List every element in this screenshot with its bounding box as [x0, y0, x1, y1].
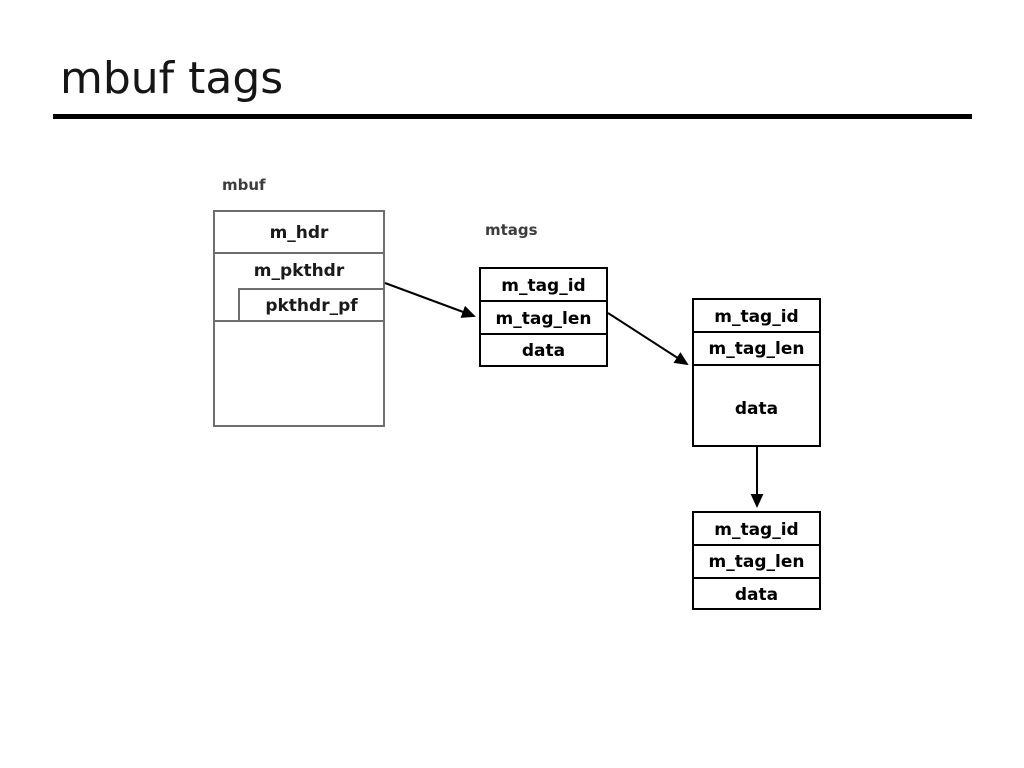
mbuf-row-m_pkthdr: m_pkthdr — [253, 261, 345, 281]
arrow-mbuf-to-mtag-1 — [384, 282, 476, 318]
mtag-2-box: m_tag_id m_tag_len data — [692, 298, 821, 447]
mtag-2-divider-1 — [694, 331, 819, 333]
mtag-2-row-m_tag_id: m_tag_id — [714, 307, 799, 327]
title-divider — [53, 114, 972, 119]
mtag-1-row-data: data — [521, 341, 566, 361]
mtag-3-row-data: data — [734, 585, 779, 605]
mbuf-row-m_hdr: m_hdr — [269, 223, 329, 243]
mtag-2-divider-2 — [694, 364, 819, 366]
mbuf-row-pkthdr_pf: pkthdr_pf — [265, 296, 358, 316]
mbuf-divider-1 — [215, 252, 383, 254]
mtag-1-box: m_tag_id m_tag_len data — [479, 267, 608, 367]
mtag-3-divider-2 — [694, 577, 819, 579]
mtag-2-row-data: data — [734, 399, 779, 419]
mtag-3-row-m_tag_len: m_tag_len — [708, 552, 805, 572]
mtag-1-row-m_tag_id: m_tag_id — [501, 276, 586, 296]
mtag-3-row-m_tag_id: m_tag_id — [714, 520, 799, 540]
mtag-3-divider-1 — [694, 544, 819, 546]
mtag-1-row-m_tag_len: m_tag_len — [495, 309, 592, 329]
mtags-caption: mtags — [485, 221, 538, 239]
mbuf-caption: mbuf — [222, 176, 266, 194]
arrow-mtag-1-to-mtag-2 — [607, 312, 689, 366]
mtag-1-divider-2 — [481, 333, 606, 335]
mtag-1-divider-1 — [481, 300, 606, 302]
mtag-3-box: m_tag_id m_tag_len data — [692, 511, 821, 610]
pkthdr-pf-box: pkthdr_pf — [238, 288, 385, 322]
page-title: mbuf tags — [60, 53, 284, 104]
mtag-2-row-m_tag_len: m_tag_len — [708, 339, 805, 359]
